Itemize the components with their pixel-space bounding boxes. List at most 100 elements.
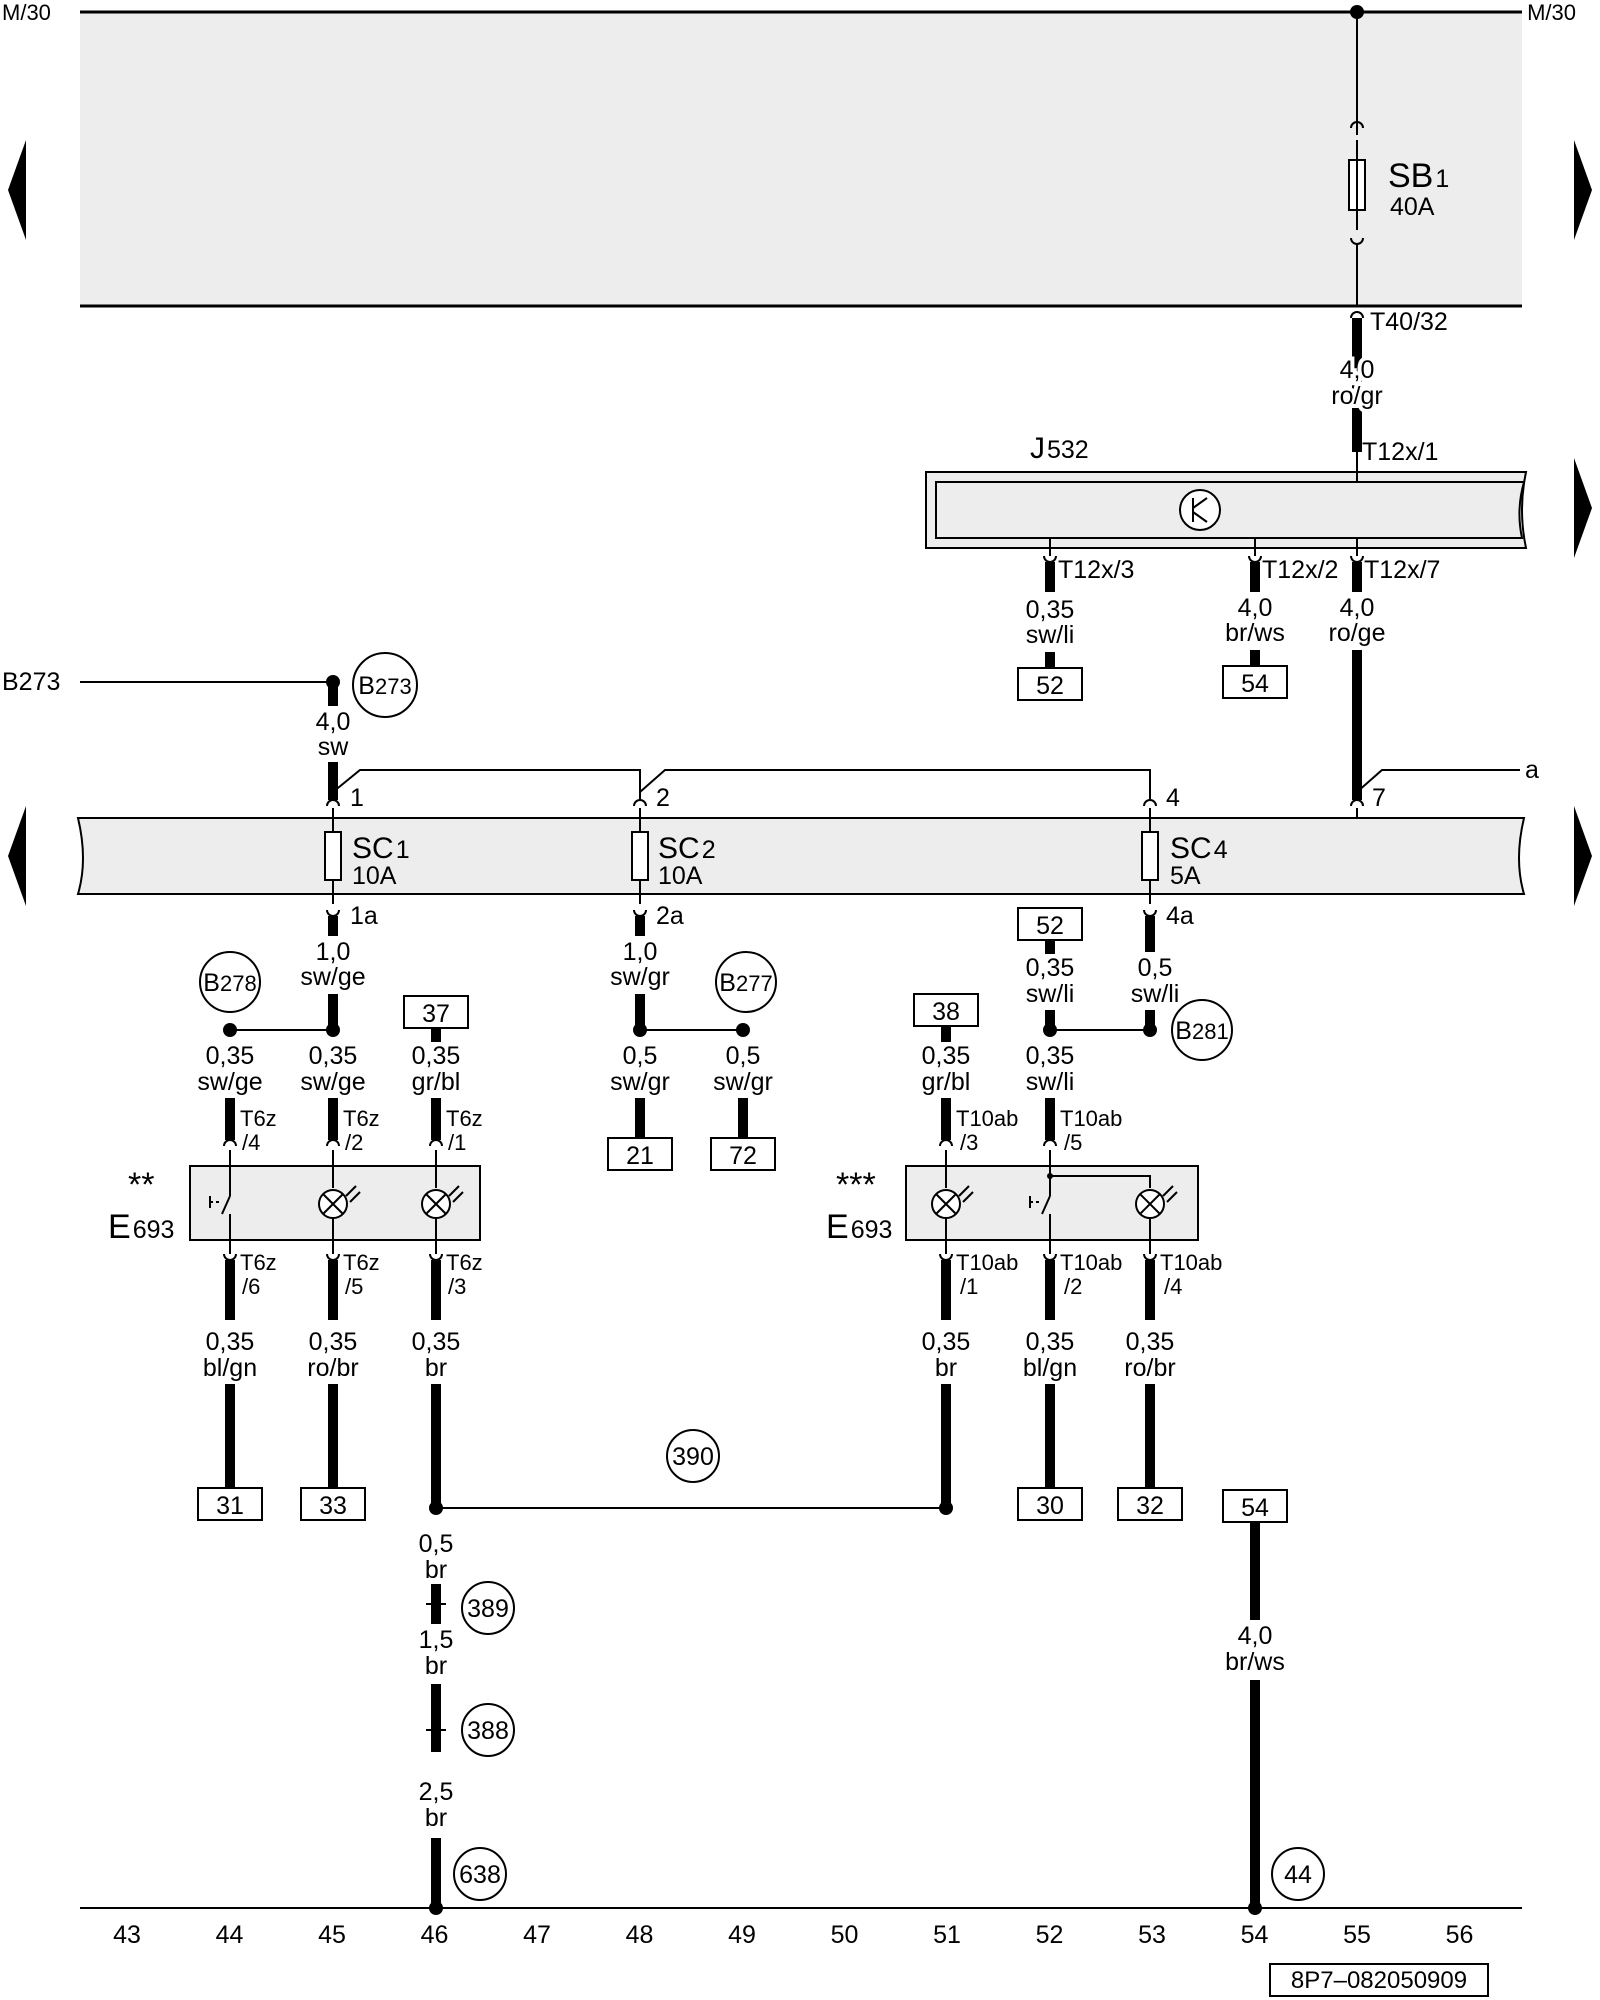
nav-arrow-right-top[interactable]: [1574, 140, 1592, 240]
wire-br-25-size: 2,5: [419, 1778, 454, 1806]
ground-390-circle[interactable]: [666, 1429, 720, 1483]
ground-rail-dot-54: [1248, 1901, 1262, 1915]
b273-circle[interactable]: [352, 652, 418, 718]
sc2-body: [631, 831, 649, 881]
ref-32[interactable]: 32: [1136, 1492, 1164, 1520]
ruler-column-number: 54: [1241, 1921, 1269, 1949]
t10ab-1-b: /1: [960, 1274, 978, 1299]
ref-33[interactable]: 33: [319, 1492, 347, 1520]
e693r-name: E693: [826, 1208, 892, 1246]
ruler-column-number: 46: [421, 1921, 449, 1949]
pin1a-label: 1a: [350, 902, 378, 930]
pin1-label: 1: [350, 784, 364, 812]
ref-37[interactable]: 37: [422, 1000, 450, 1028]
fuse-band: [76, 817, 1526, 895]
ref-52-mid[interactable]: 52: [1036, 912, 1064, 940]
ref-box-21[interactable]: [607, 1137, 673, 1171]
wire-grbl-a-size: 0,35: [412, 1042, 461, 1070]
ground-389-circle[interactable]: [461, 1581, 515, 1635]
ref-72[interactable]: 72: [729, 1142, 757, 1170]
pin1a-hook: [326, 909, 340, 917]
t10ab-2-b: /2: [1064, 1274, 1082, 1299]
nav-arrow-right-mid[interactable]: [1574, 458, 1592, 558]
t6z-4-a: T6z: [240, 1106, 277, 1131]
ground-388-circle[interactable]: [461, 1703, 515, 1757]
wire-sw-size: 4,0: [316, 708, 351, 736]
wire-sw-color: sw: [318, 733, 350, 761]
wire-robr-a-color: ro/br: [307, 1354, 358, 1382]
ref-box-32[interactable]: [1117, 1487, 1183, 1521]
t12x-7-hook: [1350, 555, 1364, 563]
pin4-label: 4: [1166, 784, 1180, 812]
b277-circle[interactable]: [715, 951, 777, 1013]
e693l-hook-2: [326, 1139, 340, 1147]
b278-circle[interactable]: [199, 951, 261, 1013]
sb1-upper-hook: [1350, 121, 1364, 129]
pin4a-label: 4a: [1166, 902, 1194, 930]
ruler-column-number: 51: [933, 1921, 961, 1949]
wire-swli-mid-color: sw/li: [1026, 980, 1075, 1008]
ref-54-top[interactable]: 54: [1241, 670, 1269, 698]
switch-icon: [1029, 1184, 1051, 1230]
ref-38[interactable]: 38: [932, 998, 960, 1026]
bus-2-4: [639, 769, 1151, 800]
e693l-hook-1: [223, 1139, 237, 1147]
t6z-3-b: /3: [448, 1274, 466, 1299]
t12x-2-label: T12x/2: [1262, 556, 1338, 584]
pin2-hook: [633, 799, 647, 807]
pin2a-hook: [633, 909, 647, 917]
wire-brws-bot-size: 4,0: [1238, 1622, 1273, 1650]
ground-44-label[interactable]: 44: [1284, 1861, 1312, 1889]
b273-circle-label[interactable]: B273: [358, 672, 411, 700]
wire-swgr-a-color: sw/gr: [610, 1068, 670, 1096]
wire-swgr-color: sw/gr: [610, 963, 670, 991]
ground-638-circle[interactable]: [453, 1847, 507, 1901]
sc1-rating: 10A: [352, 862, 397, 890]
ref-30[interactable]: 30: [1036, 1492, 1064, 1520]
ref-box-33[interactable]: [300, 1487, 366, 1521]
ruler-column-number: 43: [113, 1921, 141, 1949]
nav-arrow-right-mid2[interactable]: [1574, 806, 1592, 906]
ruler-column-number: 44: [216, 1921, 244, 1949]
ground-44-circle[interactable]: [1271, 1847, 1325, 1901]
ground-388-label[interactable]: 388: [467, 1717, 509, 1745]
t6z-3-a: T6z: [446, 1250, 483, 1275]
b277-circle-label[interactable]: B277: [719, 969, 772, 997]
wire-robr-b-size: 0,35: [1126, 1328, 1175, 1356]
b278-circle-label[interactable]: B278: [203, 969, 256, 997]
lamp-icon: [1135, 1185, 1178, 1219]
ref-21[interactable]: 21: [626, 1142, 654, 1170]
wire-swge-size: 1,0: [316, 938, 351, 966]
t6z-6-a: T6z: [240, 1250, 277, 1275]
ruler-column-number: 45: [318, 1921, 346, 1949]
e693l-ohook-1: [223, 1253, 237, 1261]
transistor-lead-2: [1192, 511, 1208, 523]
pin7-label: 7: [1372, 784, 1386, 812]
ref-box-54-bot[interactable]: [1222, 1489, 1288, 1523]
ground-638-label[interactable]: 638: [459, 1861, 501, 1889]
wire-roge-size: 4,0: [1340, 594, 1375, 622]
t10ab-5-a: T10ab: [1060, 1106, 1122, 1131]
lamp-icon: [318, 1185, 361, 1219]
b281-circle-label[interactable]: B281: [1175, 1017, 1228, 1045]
ref-box-31[interactable]: [197, 1487, 263, 1521]
b281-circle[interactable]: [1171, 999, 1233, 1061]
nav-arrow-left-top[interactable]: [8, 140, 26, 240]
sb1-name: SB1: [1388, 157, 1449, 195]
ref-box-54-top[interactable]: [1222, 665, 1288, 699]
ground-390-label[interactable]: 390: [672, 1443, 714, 1471]
ground-389-label[interactable]: 389: [467, 1595, 509, 1623]
nav-arrow-left-mid[interactable]: [8, 806, 26, 906]
ref-54-bot[interactable]: 54: [1241, 1494, 1269, 1522]
ref-box-72[interactable]: [710, 1137, 776, 1171]
ref-52-top[interactable]: 52: [1036, 672, 1064, 700]
ref-31[interactable]: 31: [216, 1492, 244, 1520]
sb1-rating: 40A: [1390, 193, 1435, 221]
pin-a-label: a: [1525, 756, 1539, 784]
t10ab-3-b: /3: [960, 1130, 978, 1155]
t6z-5-b: /5: [345, 1274, 363, 1299]
ref-box-52-top[interactable]: [1017, 667, 1083, 701]
t6z-1-b: /1: [448, 1130, 466, 1155]
ref-box-30[interactable]: [1017, 1487, 1083, 1521]
